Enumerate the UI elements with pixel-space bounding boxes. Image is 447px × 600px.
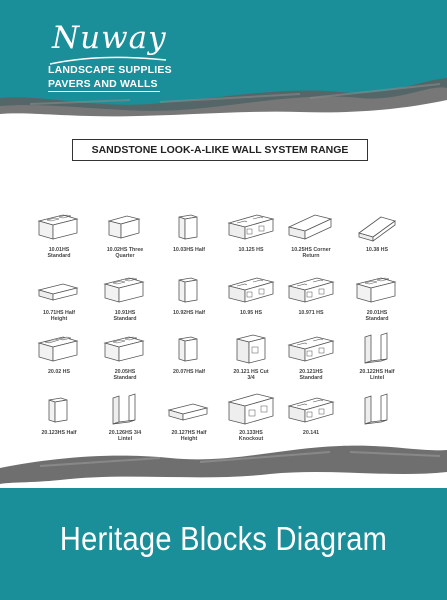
block-item: 20.121 HS Cut 3/4 bbox=[218, 327, 284, 381]
double-cell-block-icon bbox=[287, 336, 335, 362]
block-item: 20.133HS Knockout bbox=[218, 388, 284, 442]
block-label: 10.91HS Standard bbox=[113, 310, 137, 323]
block-item: 20.05HS Standard bbox=[92, 327, 158, 381]
block-item: 10.03HS Half bbox=[156, 205, 222, 253]
brush-stroke-bottom bbox=[0, 445, 447, 498]
half-block-icon bbox=[48, 397, 68, 423]
cut-block-icon bbox=[236, 334, 266, 364]
block-label: 20.121 HS Cut 3/4 bbox=[233, 369, 269, 382]
lintel-block-icon bbox=[112, 393, 136, 425]
block-label: 20.127HS Half Height bbox=[171, 430, 207, 443]
double-cell-block-icon bbox=[227, 214, 275, 240]
block-item: 20.127HS Half Height bbox=[156, 388, 222, 442]
block-label: 20.141 bbox=[302, 430, 320, 436]
block-item: 10.95 HS bbox=[218, 268, 284, 316]
brand-tagline-line2: PAVERS AND WALLS bbox=[48, 78, 158, 90]
double-cell-block-icon bbox=[287, 397, 335, 423]
half-height-block-icon bbox=[37, 283, 79, 301]
block-label: 10.03HS Half bbox=[172, 247, 206, 253]
block-item: 20.07HS Half bbox=[156, 327, 222, 375]
block-label: 20.07HS Half bbox=[172, 369, 206, 375]
block-label: 10.971 HS bbox=[298, 310, 324, 316]
lintel-block-icon bbox=[364, 332, 388, 364]
block-item: 10.25HS Corner Return bbox=[278, 205, 344, 259]
block-item: 10.971 HS bbox=[278, 268, 344, 316]
double-cell-block-icon bbox=[227, 277, 275, 303]
block-item: 20.141 bbox=[278, 388, 344, 436]
block-item: 10.125 HS bbox=[218, 205, 284, 253]
three-quarter-block-icon bbox=[107, 215, 141, 239]
brand-tagline-line1: LANDSCAPE SUPPLIES bbox=[48, 64, 172, 76]
half-block-icon bbox=[178, 336, 198, 362]
block-label: 20.123HS Half bbox=[41, 430, 77, 436]
standard-block-icon bbox=[103, 336, 145, 362]
brush-stroke-top bbox=[0, 78, 447, 142]
block-label: 10.92HS Half bbox=[172, 310, 206, 316]
block-item: 10.91HS Standard bbox=[92, 268, 158, 322]
block-item: 20.02 HS bbox=[26, 327, 92, 375]
knockout-block-icon bbox=[227, 393, 275, 425]
footer-title: Heritage Blocks Diagram bbox=[59, 520, 388, 557]
block-label: 10.25HS Corner Return bbox=[291, 247, 331, 260]
corner-return-block-icon bbox=[287, 214, 333, 240]
block-label: 20.133HS Knockout bbox=[238, 430, 264, 443]
logo-divider bbox=[48, 91, 160, 92]
standard-block-icon bbox=[37, 214, 79, 240]
block-item bbox=[344, 388, 410, 430]
block-label: 10.95 HS bbox=[239, 310, 263, 316]
standard-block-icon bbox=[355, 277, 397, 303]
block-label: 10.71HS Half Height bbox=[42, 310, 76, 323]
block-label: 20.05HS Standard bbox=[113, 369, 137, 382]
half-height-block-icon bbox=[167, 403, 209, 421]
block-label: 10.125 HS bbox=[238, 247, 264, 253]
logo-swoosh-icon bbox=[49, 56, 167, 65]
block-item: 10.01HS Standard bbox=[26, 205, 92, 259]
document-title: SANDSTONE LOOK-A-LIKE WALL SYSTEM RANGE bbox=[72, 139, 368, 161]
brand-logo[interactable]: Nuway LANDSCAPE SUPPLIES PAVERS AND WALL… bbox=[48, 20, 228, 95]
block-label: 20.121HS Standard bbox=[299, 369, 323, 382]
block-label: 20.122HS Half Lintel bbox=[359, 369, 395, 382]
block-item: 20.121HS Standard bbox=[278, 327, 344, 381]
lintel-block-icon bbox=[364, 393, 388, 425]
block-label: 20.126HS 3/4 Lintel bbox=[108, 430, 142, 443]
block-item: 10.02HS Three Quarter bbox=[92, 205, 158, 259]
block-label: 10.01HS Standard bbox=[47, 247, 71, 260]
half-block-icon bbox=[178, 277, 198, 303]
block-item: 20.01HS Standard bbox=[344, 268, 410, 322]
footer-banner bbox=[0, 488, 447, 600]
block-item: 20.122HS Half Lintel bbox=[344, 327, 410, 381]
block-label: 10.38 HS bbox=[365, 247, 389, 253]
block-label: 10.02HS Three Quarter bbox=[106, 247, 144, 260]
angled-block-icon bbox=[358, 216, 396, 242]
standard-block-icon bbox=[103, 277, 145, 303]
double-cell-block-icon bbox=[287, 277, 335, 303]
block-item: 10.92HS Half bbox=[156, 268, 222, 316]
block-label: 20.01HS Standard bbox=[365, 310, 389, 323]
block-item: 10.38 HS bbox=[344, 205, 410, 253]
block-item: 10.71HS Half Height bbox=[26, 268, 92, 322]
block-item: 20.126HS 3/4 Lintel bbox=[92, 388, 158, 442]
block-item: 20.123HS Half bbox=[26, 388, 92, 436]
block-label: 20.02 HS bbox=[47, 369, 71, 375]
hollow-block-icon bbox=[37, 336, 79, 362]
brand-name: Nuway bbox=[52, 20, 167, 56]
half-block-icon bbox=[178, 214, 198, 240]
